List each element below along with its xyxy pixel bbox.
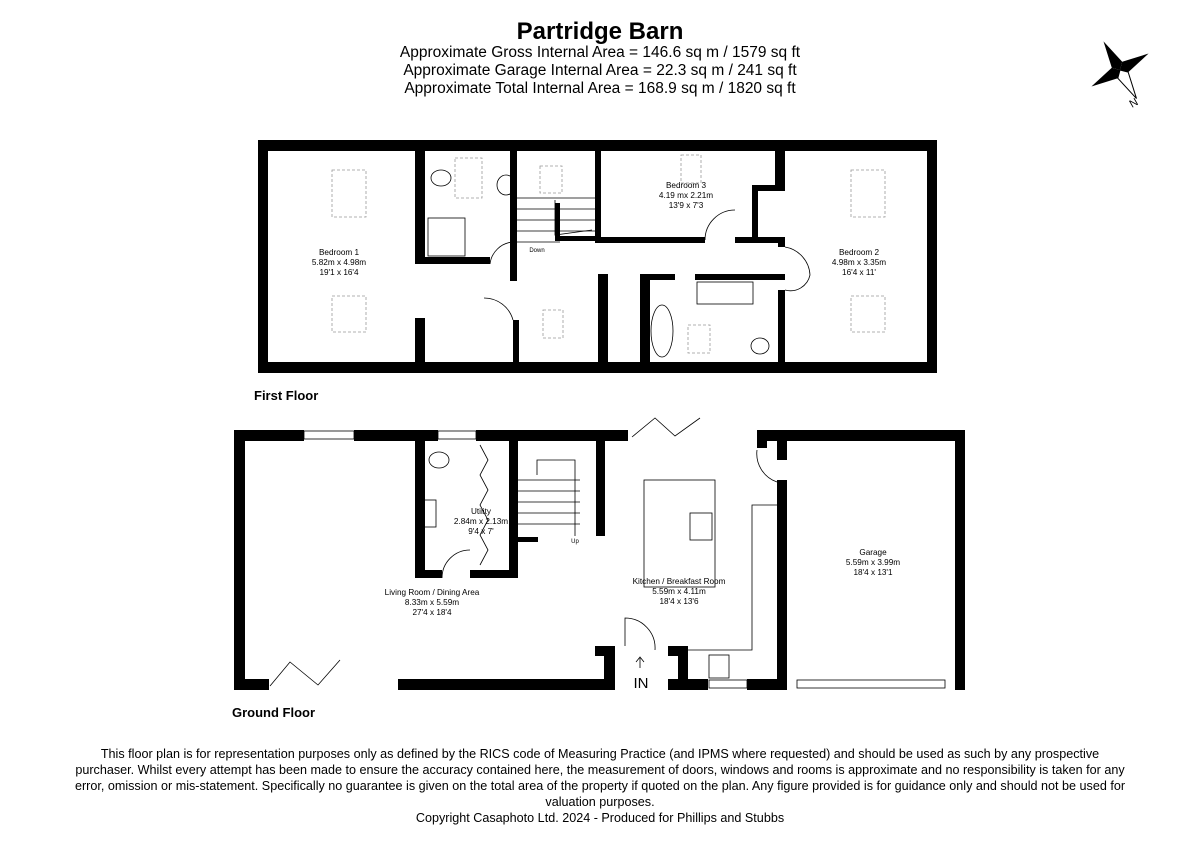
ground-floor-label: Ground Floor [232, 705, 316, 720]
skylights [331, 154, 886, 354]
room-name-garage: Garage [859, 548, 887, 557]
room-size-metric: 8.33m x 5.59m [405, 598, 459, 607]
stairs-down-label: Down [529, 248, 544, 254]
first-floor-walls [258, 140, 937, 373]
room-size-imperial: 9'4 x 7' [468, 527, 494, 536]
ground-floor-fixtures [269, 417, 946, 689]
toilet-icon [428, 451, 450, 469]
room-name-kitchen: Kitchen / Breakfast Room [633, 577, 726, 586]
first-floor-label: First Floor [254, 388, 319, 403]
disclaimer: This floor plan is for representation pu… [70, 746, 1130, 826]
room-name-bedroom-1: Bedroom 1 [319, 248, 359, 257]
plan-title: Partridge Barn [516, 18, 684, 45]
room-size-metric: 4.98m x 3.35m [832, 258, 886, 267]
ground-floor-walls [234, 430, 965, 690]
kitchen-island [643, 479, 716, 588]
first-floor-fixtures [427, 169, 811, 358]
room-size-metric: 2.84m x 2.13m [454, 517, 508, 526]
compass-icon: N [1091, 41, 1149, 111]
basin-icon [496, 174, 516, 196]
room-size-imperial: 19'1 x 16'4 [319, 268, 359, 277]
room-name-utility: Utility [471, 507, 492, 516]
toilet-icon [750, 337, 770, 355]
toilet-icon [430, 169, 452, 187]
room-name-living-room: Living Room / Dining Area [385, 588, 480, 597]
room-size-imperial: 18'4 x 13'6 [659, 597, 699, 606]
double-basin-icon [696, 281, 754, 305]
room-size-metric: 5.59m x 4.11m [652, 587, 706, 596]
garage-area: Approximate Garage Internal Area = 22.3 … [403, 62, 797, 79]
sink-icon [708, 654, 730, 679]
room-size-imperial: 18'4 x 13'1 [853, 568, 893, 577]
compass-north-label: N [1128, 96, 1141, 110]
room-name-bedroom-3: Bedroom 3 [666, 181, 706, 190]
hob-icon [689, 512, 713, 541]
bath-icon [650, 304, 674, 358]
room-size-metric: 5.59m x 3.99m [846, 558, 900, 567]
room-size-imperial: 16'4 x 11' [842, 268, 876, 277]
utility-sink-icon [420, 499, 437, 528]
total-area: Approximate Total Internal Area = 168.9 … [404, 80, 796, 97]
shower-tray [427, 217, 466, 257]
room-name-bedroom-2: Bedroom 2 [839, 248, 879, 257]
disclaimer-text: This floor plan is for representation pu… [74, 747, 1126, 809]
room-size-metric: 4.19 mx 2.21m [659, 191, 713, 200]
stairs-up-label: Up [571, 539, 579, 545]
gross-area: Approximate Gross Internal Area = 146.6 … [399, 44, 801, 61]
room-size-imperial: 27'4 x 18'4 [412, 608, 452, 617]
entrance-label: IN [634, 675, 649, 692]
room-size-imperial: 13'9 x 7'3 [669, 201, 704, 210]
room-size-metric: 5.82m x 4.98m [312, 258, 366, 267]
copyright-text: Copyright Casaphoto Ltd. 2024 - Produced… [415, 811, 785, 825]
